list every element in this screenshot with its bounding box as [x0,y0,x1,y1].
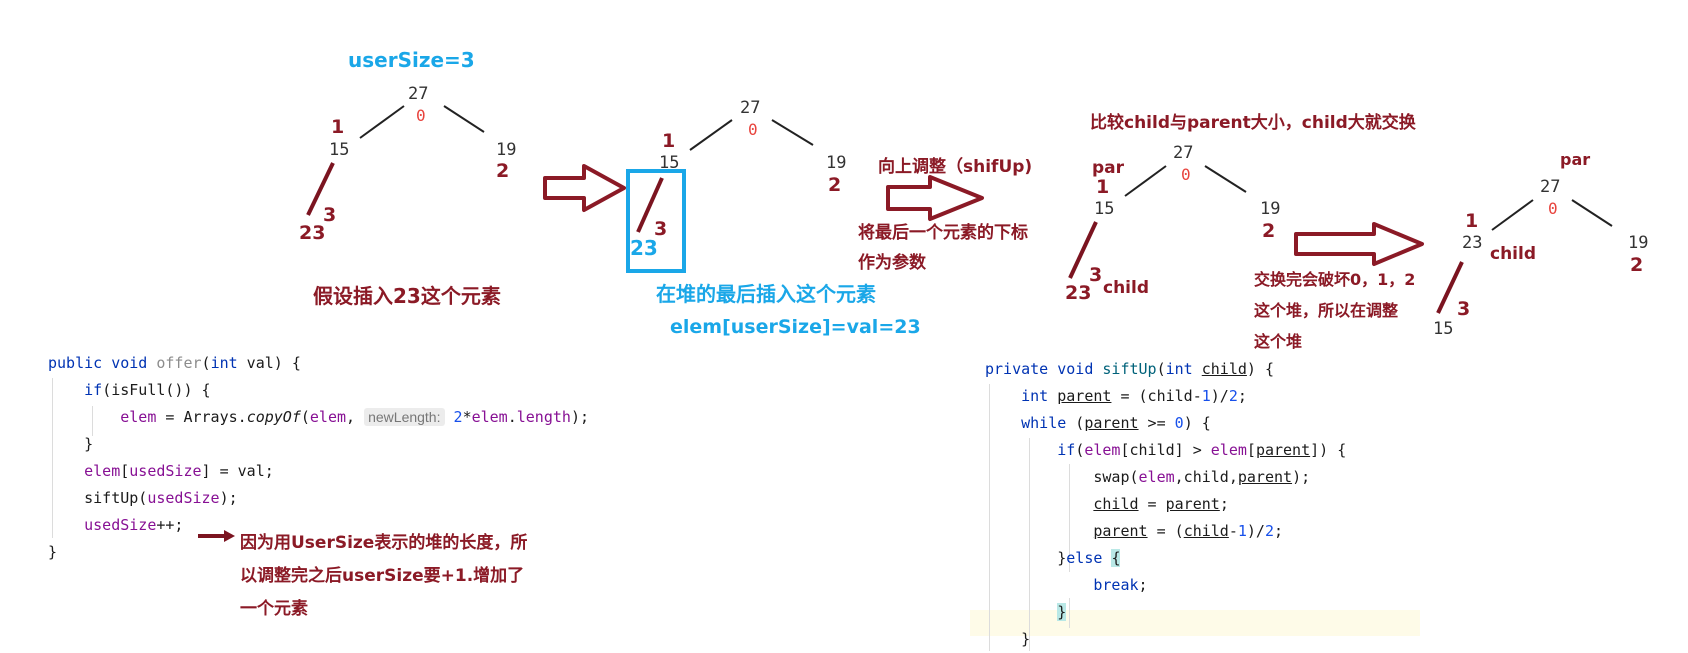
code-line-9: break; [1093,576,1148,594]
tree3-child-label: child [1103,278,1150,298]
shiftup-note-2: 作为参数 [858,253,926,273]
tree4-new-index: 3 [1457,298,1471,320]
compare-heading: 比较child与parent大小，child大就交换 [1090,113,1416,133]
tree1-root-index: 0 [416,106,426,125]
tree1-right-value: 19 [496,140,517,160]
code-line-3: while (parent >= 0) { [1021,414,1211,432]
code-line-8: } [48,543,58,561]
siftup-code-block: private void siftUp(int child) { int par… [985,356,1346,653]
code-line-5: elem[usedSize] = val; [84,462,274,480]
tree4-left-value: 23 [1462,233,1483,253]
offer-note-2: 以调整完之后userSize要+1.增加了 [240,566,525,586]
offer-code-block: public void offer(int val) { if(isFull()… [48,350,589,566]
step2-caption: 在堆的最后插入这个元素 [656,282,876,306]
code-line-11: } [1021,630,1031,648]
tree4-root-value: 27 [1540,177,1561,197]
tree2-left-value: 15 [659,153,680,173]
tree1-new-value: 23 [299,222,326,244]
tree4-edge-new [1436,261,1464,314]
code-line-8: }else { [1057,549,1121,567]
current-line-highlight [970,610,1420,636]
tree3-left-value: 15 [1094,199,1115,219]
indent-guide [52,378,53,538]
tree3-edge-new [1068,221,1098,279]
code-line-6: child = parent; [1093,495,1229,513]
arrow-usedsize-note-head [224,530,235,542]
swap-note-3: 这个堆 [1254,332,1303,351]
tree3-new-index: 3 [1089,264,1103,286]
code-line-6: siftUp(usedSize); [84,489,238,507]
tree2-root-index: 0 [748,120,758,139]
user-size-label: userSize=3 [348,48,475,72]
swap-note-1: 交换完会破坏0，1，2 [1254,270,1416,289]
tree1-root-value: 27 [408,84,429,104]
offer-note-1: 因为用UserSize表示的堆的长度，所 [240,533,528,553]
tree2-right-value: 19 [826,153,847,173]
tree4-child-label: child [1490,244,1537,264]
tree1-edge-right [443,105,485,133]
step1-caption: 假设插入23这个元素 [313,284,501,308]
tree2-right-index: 2 [828,174,842,196]
tree3-root-index: 0 [1181,165,1191,184]
tree2-new-index: 3 [654,218,668,240]
tree4-par-label: par [1560,150,1591,169]
tree3-right-index: 2 [1262,220,1276,242]
code-line-3: elem = Arrays.copyOf(elem, newLength: 2*… [120,408,589,426]
arrow-step1-to-step2 [543,164,626,212]
code-line-2: int parent = (child-1)/2; [1021,387,1247,405]
tree3-right-value: 19 [1260,199,1281,219]
indent-guide [1069,464,1070,572]
code-line-4: } [84,435,94,453]
tree4-root-index: 0 [1548,199,1558,218]
tree1-edge-left [359,105,405,139]
code-line-1: private void siftUp(int child) { [985,360,1274,378]
tree4-new-value: 15 [1433,319,1454,339]
arrow-step2-to-step3 [886,175,984,221]
tree3-edge-left [1124,165,1167,197]
indent-guide [989,384,990,651]
tree4-right-value: 19 [1628,233,1649,253]
param-hint: newLength: [364,408,445,426]
tree4-edge-left [1491,199,1534,231]
indent-guide [1069,598,1070,628]
shiftup-note-1: 将最后一个元素的下标 [858,223,1028,243]
code-line-2: if(isFull()) { [84,381,211,399]
code-line-5: swap(elem,child,parent); [1093,468,1311,486]
tree1-left-value: 15 [329,140,350,160]
swap-note-2: 这个堆，所以在调整 [1254,301,1399,320]
tree3-root-value: 27 [1173,143,1194,163]
tree4-edge-right [1571,199,1613,227]
code-line-1: public void offer(int val) { [48,354,301,372]
step2-assign: elem[userSize]=val=23 [670,316,921,338]
tree2-new-value: 23 [630,236,658,260]
code-line-4: if(elem[child] > elem[parent]) { [1057,441,1347,459]
tree2-edge-left [689,119,733,151]
tree4-left-index: 1 [1465,210,1479,232]
highlight-box [626,169,686,273]
offer-note-3: 一个元素 [240,599,308,619]
shiftup-title: 向上调整（shifUp) [878,157,1033,177]
tree1-edge-new [306,162,335,216]
tree2-edge-new [636,177,664,233]
tree2-left-index: 1 [662,130,676,152]
indent-guide [1029,438,1030,651]
tree2-edge-right [771,119,814,146]
tree1-right-index: 2 [496,160,510,182]
tree1-new-index: 3 [323,204,337,226]
tree3-par-label: par [1092,158,1125,178]
tree3-new-value: 23 [1065,282,1092,304]
tree2-root-value: 27 [740,98,761,118]
tree3-edge-right [1204,165,1247,193]
tree3-left-index: 1 [1096,176,1110,198]
code-line-7: parent = (child-1)/2; [1093,522,1284,540]
arrow-step3-to-step4 [1294,222,1424,266]
tree1-left-index: 1 [331,116,345,138]
indent-guide [92,406,93,436]
code-line-10: } [1057,603,1067,621]
code-line-7: usedSize++; [84,516,184,534]
tree4-right-index: 2 [1630,254,1644,276]
